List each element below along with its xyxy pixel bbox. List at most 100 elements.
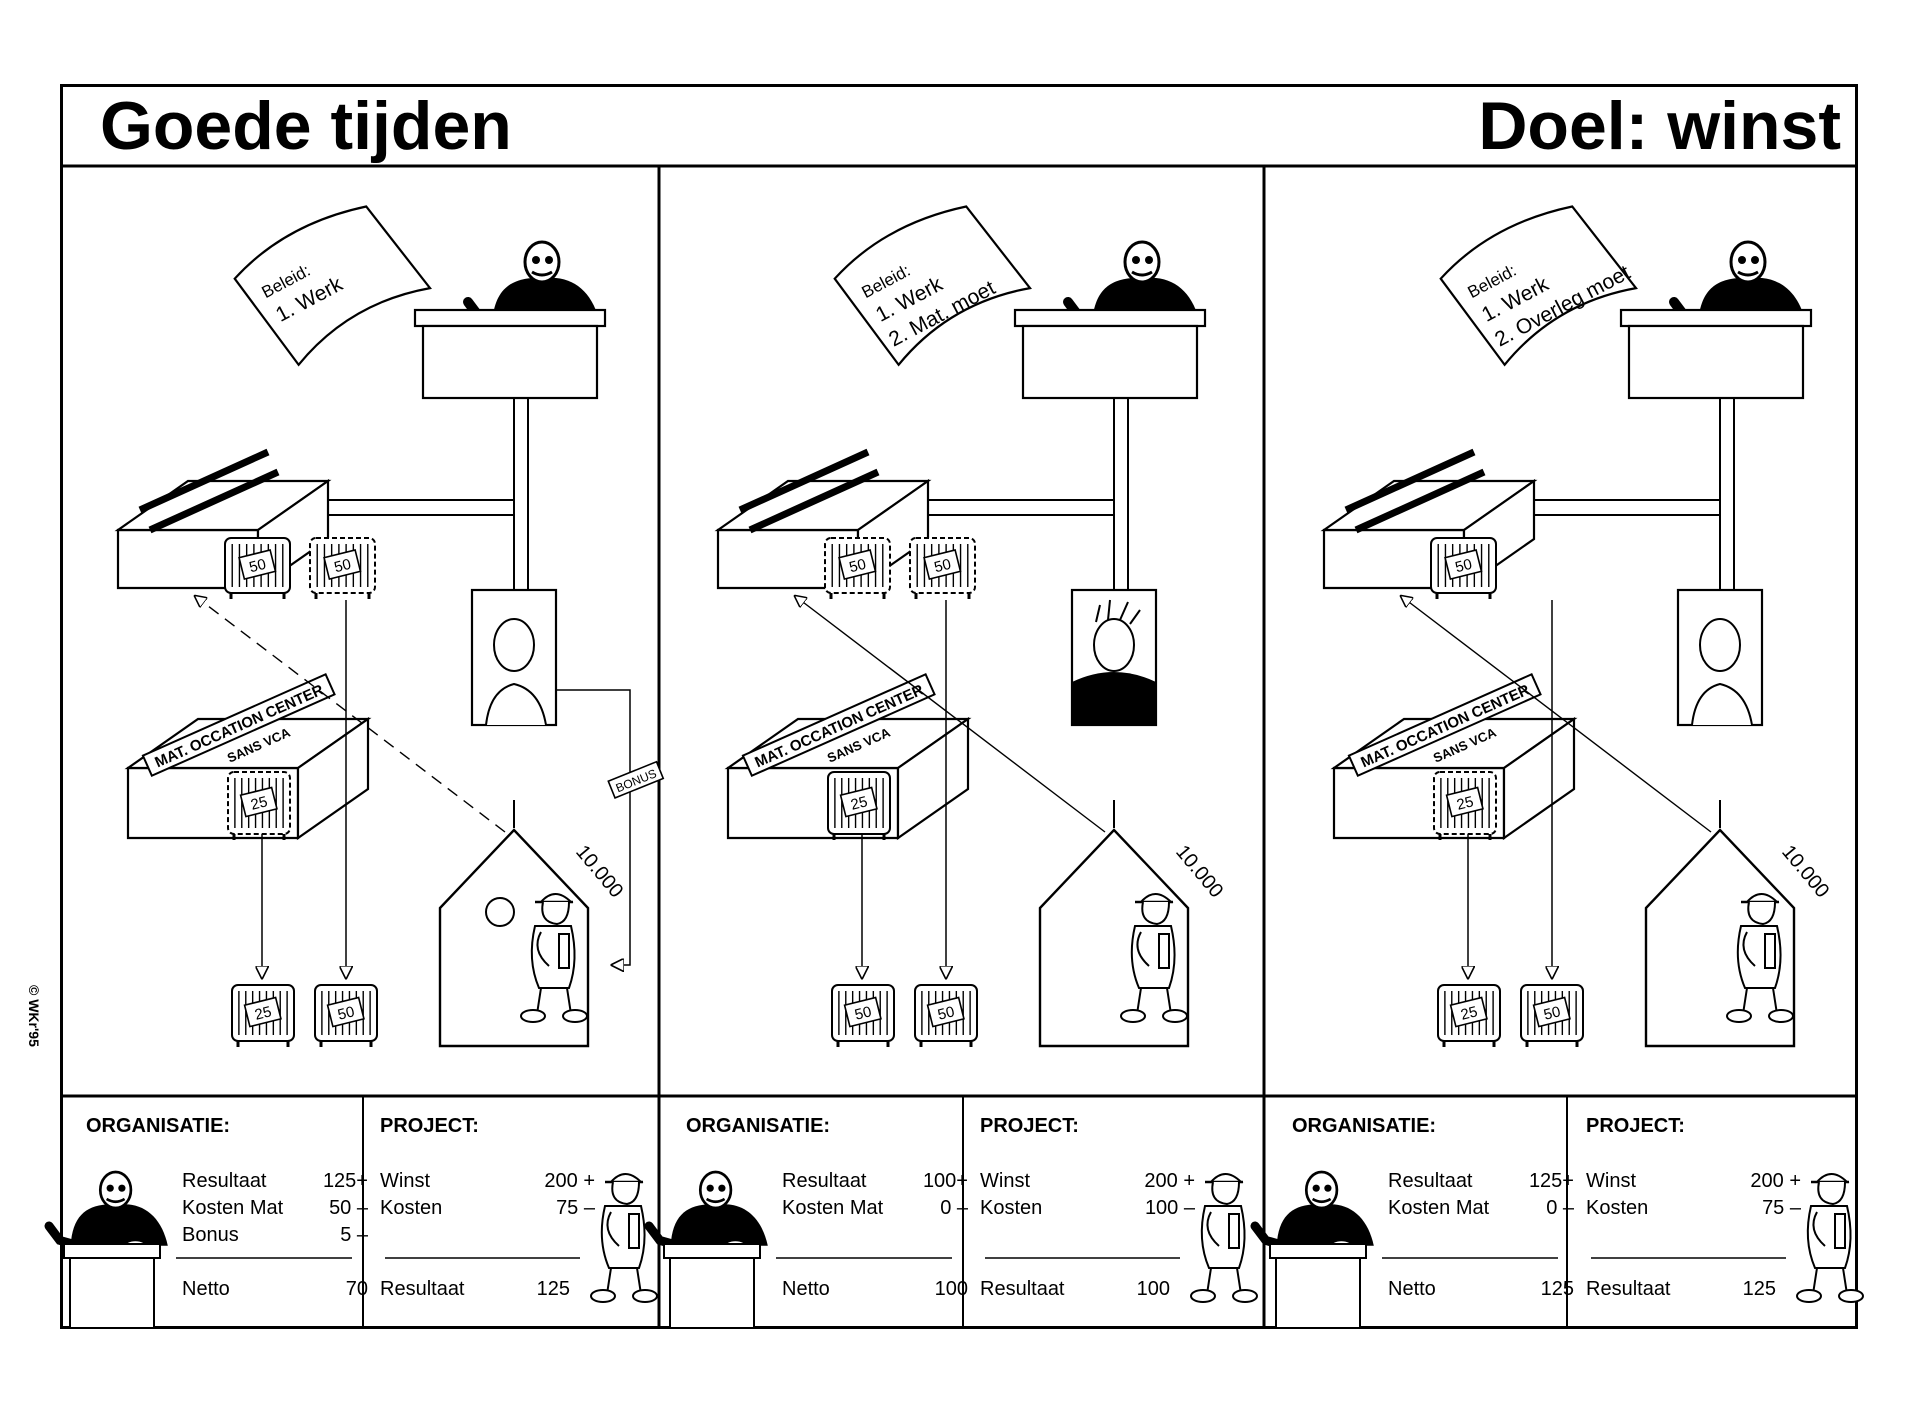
project-row-label: Kosten xyxy=(1586,1197,1649,1219)
organisation-row-label: Kosten Mat xyxy=(782,1197,884,1219)
manager-desk xyxy=(1021,324,1199,400)
organisation-heading: ORGANISATIE: xyxy=(686,1115,831,1137)
portrait-head xyxy=(493,618,535,672)
manager-eye xyxy=(1132,256,1140,264)
organisation-row-value: 5 – xyxy=(340,1224,368,1246)
portrait-head xyxy=(1699,618,1741,672)
house-outline xyxy=(1644,828,1796,1048)
worker-head xyxy=(611,1181,640,1206)
price-tag-value: 50 xyxy=(932,556,952,577)
worker-shoe xyxy=(1120,1009,1146,1023)
manager-figure xyxy=(644,1170,768,1253)
organisation-row-value: 125+ xyxy=(322,1170,368,1192)
worker-arm xyxy=(606,1211,620,1247)
bonus-line xyxy=(556,689,631,965)
price-tag: 50 xyxy=(926,996,965,1028)
worker-shoe xyxy=(520,1009,546,1023)
ledger-desk-top xyxy=(663,1243,761,1259)
house-amount: 10.000 xyxy=(1171,841,1227,902)
manager-mouth xyxy=(705,1197,726,1204)
organisation-net-label: Netto xyxy=(782,1278,830,1300)
manager-body xyxy=(70,1204,168,1246)
organisation-net-value: 100 xyxy=(934,1278,968,1300)
return-arrow xyxy=(1401,596,1712,833)
manager-eye xyxy=(1145,256,1153,264)
price-tag-value: 25 xyxy=(253,1003,273,1024)
price-tag-box xyxy=(838,549,877,581)
project-row-value: 75 – xyxy=(1762,1197,1801,1219)
manager-eye xyxy=(545,256,553,264)
manager-mouth xyxy=(1311,1197,1332,1204)
organisation-row-label: Resultaat xyxy=(1388,1170,1473,1192)
toolbox-handle xyxy=(138,448,280,534)
worker-head xyxy=(541,901,570,926)
manager-body xyxy=(1276,1204,1374,1246)
price-tag-box xyxy=(1445,786,1484,818)
price-tag-value: 50 xyxy=(247,556,267,577)
project-row-value: 200 + xyxy=(1750,1170,1801,1192)
price-tag: 50 xyxy=(923,549,962,581)
manager-desk-top xyxy=(1013,308,1207,328)
manager-mouth xyxy=(1737,270,1759,277)
policy-sheet xyxy=(1439,205,1638,367)
worker-arm xyxy=(1742,931,1756,967)
worker-arm xyxy=(1136,931,1150,967)
org-line xyxy=(1113,398,1129,590)
portrait-suit xyxy=(1072,672,1156,725)
worker-head xyxy=(1211,1181,1240,1206)
project-result-label: Resultaat xyxy=(980,1278,1065,1300)
worker-arm-right xyxy=(1228,1213,1240,1249)
worker-figure xyxy=(520,893,588,1023)
manager-eye xyxy=(1312,1184,1320,1192)
manager-arm xyxy=(44,1221,77,1249)
ledger-figures-3 xyxy=(1250,1170,1864,1329)
project-row-label: Kosten xyxy=(380,1197,443,1219)
center-sign-board xyxy=(1347,672,1542,778)
radiator-shelf-1: 50 xyxy=(824,537,891,599)
toolbox xyxy=(1320,448,1538,591)
manager-eye xyxy=(118,1184,126,1192)
price-tag: 50 xyxy=(838,549,877,581)
center-sign-board xyxy=(141,672,336,778)
manager-mouth xyxy=(105,1197,126,1204)
price-tag: 25 xyxy=(243,996,282,1028)
org-line xyxy=(513,398,529,590)
price-tag-box xyxy=(1444,549,1483,581)
branch-line xyxy=(300,499,514,516)
price-tag: 50 xyxy=(1444,549,1483,581)
price-tag-box xyxy=(238,549,277,581)
project-result-label: Resultaat xyxy=(380,1278,465,1300)
manager-arm xyxy=(1250,1221,1283,1249)
organisation-net-label: Netto xyxy=(1388,1278,1436,1300)
project-result-value: 100 xyxy=(1136,1278,1170,1300)
ledger-desk-top xyxy=(63,1243,161,1259)
price-tag-value: 50 xyxy=(1453,556,1473,577)
price-tag-box xyxy=(843,996,882,1028)
portrait-shoulders xyxy=(485,682,547,726)
manager-eye xyxy=(532,256,540,264)
organisation-row-label: Bonus xyxy=(182,1224,239,1246)
house-outline xyxy=(438,828,590,1048)
worker-shoe xyxy=(1726,1009,1752,1023)
radiator-shelf-2: 50 xyxy=(909,537,976,599)
price-tag-value: 25 xyxy=(249,793,269,814)
worker-shoe xyxy=(590,1289,616,1303)
manager-eye xyxy=(706,1184,714,1192)
worker-arm xyxy=(536,931,550,967)
worker-arm-right xyxy=(1764,933,1776,969)
organisation-row-value: 0 – xyxy=(1546,1197,1574,1219)
project-row-value: 200 + xyxy=(544,1170,595,1192)
price-tag-value: 50 xyxy=(336,1003,356,1024)
price-tag: 25 xyxy=(1449,996,1488,1028)
ledger-desk xyxy=(1275,1257,1361,1329)
toolbox xyxy=(714,448,932,591)
project-heading: PROJECT: xyxy=(980,1115,1079,1137)
price-tag: 50 xyxy=(843,996,882,1028)
worker-figure xyxy=(1796,1173,1864,1303)
bonus-tag-box xyxy=(607,760,665,799)
portrait-hair xyxy=(1095,599,1141,625)
organisation-heading: ORGANISATIE: xyxy=(1292,1115,1437,1137)
price-tag-value: 25 xyxy=(849,793,869,814)
project-row-value: 100 – xyxy=(1144,1197,1195,1219)
radiator-center: 25 xyxy=(827,771,891,840)
